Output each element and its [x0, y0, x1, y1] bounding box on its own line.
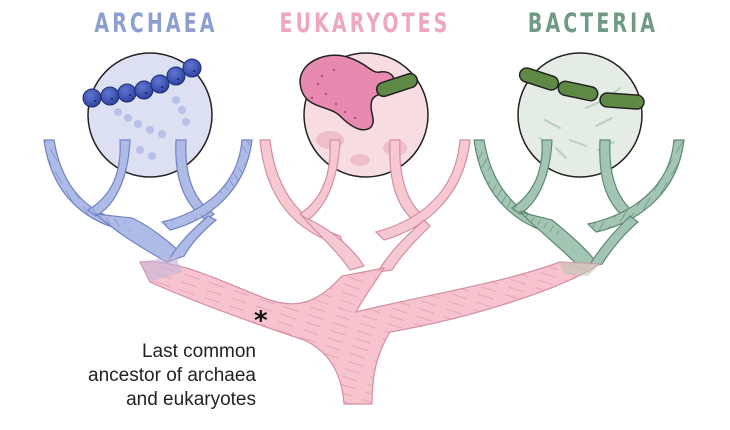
lca-annotation: Last common ancestor of archaea and euka…: [28, 340, 256, 412]
tree-trunk: [139, 256, 602, 405]
annotation-line: Last common: [141, 341, 256, 362]
annotation-line: ancestor of archaea: [88, 365, 256, 386]
eukaryote-cell-icon: [299, 52, 429, 178]
group-title-archaea: ARCHAEA: [94, 8, 218, 39]
eukaryote-branches: [259, 139, 471, 273]
group-title-eukaryotes: EUKARYOTES: [279, 8, 451, 39]
bacteria-cell-icon: [517, 52, 645, 178]
annotation-line: and eukaryotes: [126, 389, 256, 410]
asterisk-icon: *: [254, 306, 268, 336]
group-title-bacteria: BACTERIA: [527, 8, 659, 39]
archaea-cell-icon: [82, 52, 213, 178]
